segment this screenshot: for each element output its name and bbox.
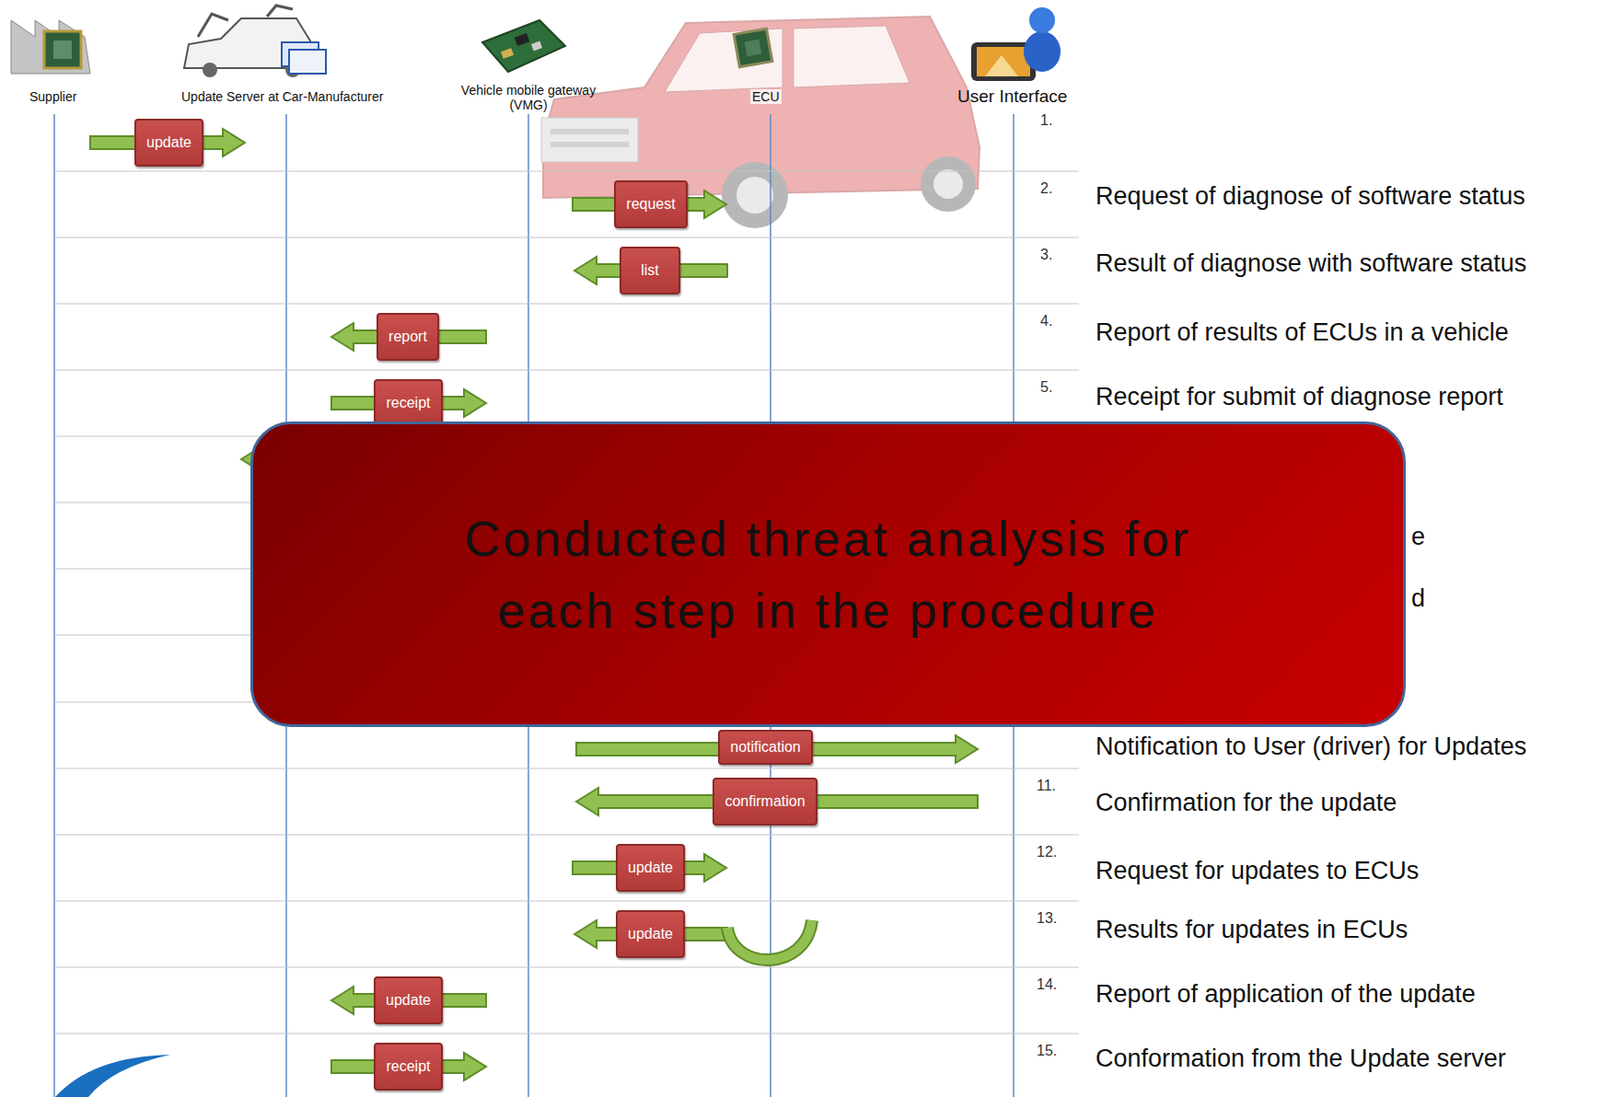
supplier-icon: [11, 20, 91, 74]
step-number: 2.: [1040, 180, 1053, 198]
step-description: Report of application of the update: [1095, 980, 1476, 1009]
message-box: notification: [718, 730, 813, 766]
step-number: 5.: [1040, 379, 1053, 396]
step-number: 11.: [1036, 777, 1056, 795]
update-server-icon: [184, 5, 326, 78]
step-description: Confirmation for the update: [1095, 788, 1397, 818]
step-description: Results for updates in ECUs: [1095, 915, 1408, 945]
step-description: Report of results of ECUs in a vehicle: [1095, 318, 1509, 348]
message-label: report: [388, 327, 428, 347]
message-box: receipt: [373, 379, 443, 428]
step-number: 14.: [1036, 976, 1057, 994]
message-label: update: [627, 858, 673, 878]
message-label: update: [627, 925, 673, 944]
user-interface-icon: [971, 7, 1061, 82]
ecu-icon: [733, 28, 773, 68]
message-box: report: [376, 313, 440, 361]
message-box: request: [614, 180, 688, 229]
text-fragment: d: [1411, 584, 1426, 614]
step-number: 15.: [1036, 1043, 1057, 1060]
participant-label: ECU: [750, 89, 782, 105]
message-label: request: [626, 195, 675, 214]
banner-text: Conducted threat analysis for each step …: [451, 502, 1206, 647]
step-description: Request for updates to ECUs: [1095, 857, 1419, 886]
message-box: update: [373, 976, 443, 1025]
logo-fragment: [55, 1055, 171, 1097]
message-label: notification: [730, 738, 801, 757]
participant-label: Vehicle mobile gateway (VMG): [450, 82, 607, 113]
step-number: 3.: [1040, 246, 1053, 264]
message-box: receipt: [373, 1043, 443, 1091]
participant-label: User Interface: [957, 86, 1067, 107]
message-label: receipt: [385, 1057, 430, 1077]
message-box: confirmation: [712, 777, 818, 826]
car-illustration: [541, 16, 980, 229]
step-number: 12.: [1036, 844, 1057, 861]
vmg-icon: [482, 20, 566, 72]
message-label: receipt: [385, 394, 430, 413]
callout-banner: Conducted threat analysis for each step …: [250, 421, 1406, 728]
message-label: update: [146, 133, 192, 152]
step-description: Conformation from the Update server: [1095, 1044, 1507, 1074]
text-fragment: e: [1411, 522, 1426, 552]
message-label: confirmation: [724, 792, 805, 812]
step-description: Notification to User (driver) for Update…: [1095, 732, 1527, 762]
loop-arrow: [727, 920, 812, 961]
step-description: Result of diagnose with software status: [1095, 249, 1527, 279]
message-box: update: [615, 844, 685, 893]
message-label: update: [385, 991, 431, 1010]
message-label: list: [640, 261, 660, 280]
step-number: 1.: [1040, 112, 1053, 129]
participant-label: Supplier: [29, 89, 77, 105]
step-number: 13.: [1036, 910, 1057, 928]
message-box: update: [134, 118, 204, 167]
message-box: list: [619, 246, 681, 295]
loop-arrow: [727, 920, 812, 961]
step-number: 4.: [1040, 313, 1053, 330]
participant-label: Update Server at Car-Manufacturer: [181, 89, 383, 105]
message-box: update: [615, 910, 685, 959]
step-description: Receipt for submit of diagnose report: [1095, 382, 1504, 412]
step-description: Request of diagnose of software status: [1095, 182, 1526, 211]
